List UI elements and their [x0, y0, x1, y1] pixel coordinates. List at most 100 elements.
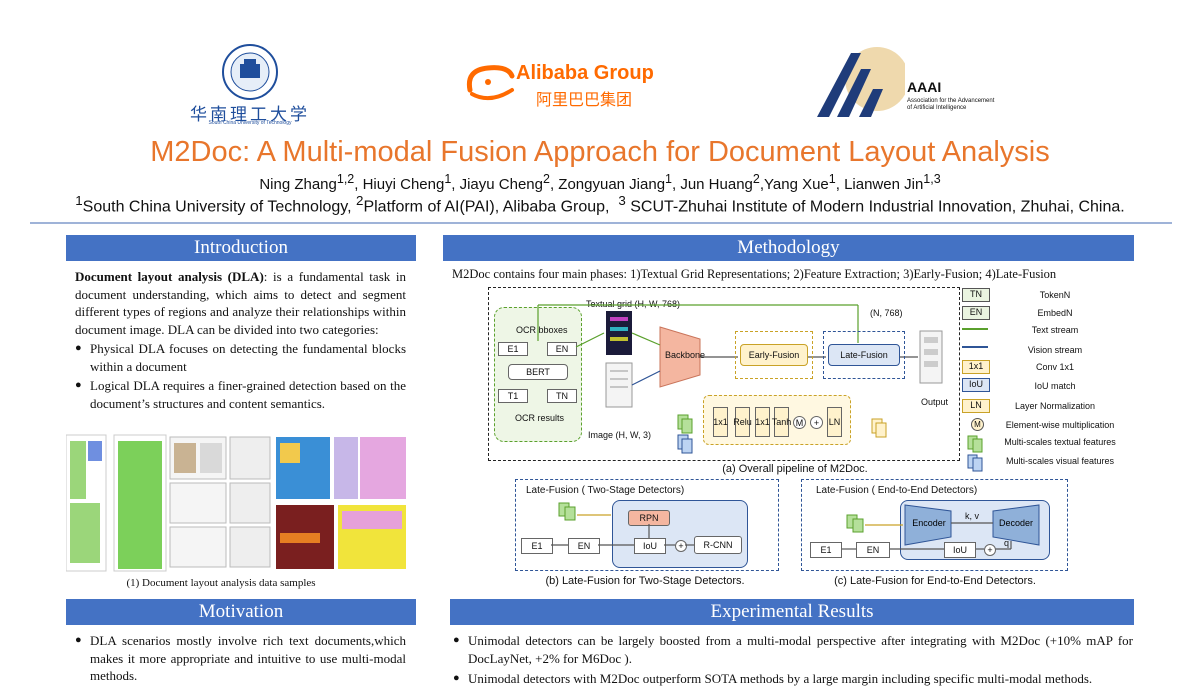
results-body: Unimodal detectors can be largely booste…	[453, 632, 1133, 688]
dla-definition: : is a fundamental task in document unde…	[75, 269, 406, 337]
methodology-intro: M2Doc contains four main phases: 1)Textu…	[452, 267, 1057, 281]
legend-key-iou: IoU	[962, 378, 990, 392]
scut-logo: 华南理工大学 South China University of Technol…	[190, 40, 310, 128]
legend-text-vision-stream: Vision stream	[1027, 345, 1083, 355]
dla-samples-caption: (1) Document layout analysis data sample…	[126, 577, 316, 589]
image-input-label: Image (H, W, 3)	[588, 430, 652, 440]
two-stage-iou-node: IoU	[634, 538, 666, 554]
tn-node: TN	[547, 389, 577, 403]
alibaba-name: Alibaba Group	[516, 62, 654, 84]
aaai-sub: Association for the Advancement of Artif…	[907, 98, 995, 111]
legend-key-ln: LN	[962, 399, 990, 413]
dla-samples-figure	[65, 433, 408, 573]
introduction-body: Document layout analysis (DLA): is a fun…	[75, 268, 406, 412]
results-heading: Experimental Results	[450, 599, 1134, 625]
aaai-logo: AAAI Association for the Advancement of …	[815, 45, 995, 120]
two-stage-en-node: EN	[568, 538, 600, 554]
alibaba-logo: Alibaba Group 阿里巴巴集团	[460, 60, 660, 110]
end-to-end-graphics	[840, 504, 1040, 550]
legend-key-tokenn: TN	[962, 288, 990, 302]
pipeline-caption: (a) Overall pipeline of M2Doc.	[722, 463, 868, 475]
legend-text-tokenn: TokenN	[1039, 290, 1071, 300]
end-to-end-title: Late-Fusion ( End-to-End Detectors)	[816, 485, 978, 496]
legend-text-text-stream: Text stream	[1031, 325, 1079, 335]
textual-grid-label: Textual grid (H, W, 768)	[586, 299, 681, 309]
motivation-heading: Motivation	[66, 599, 416, 625]
legend-text-conv: Conv 1x1	[1035, 362, 1075, 372]
motivation-body: DLA scenarios mostly involve rich text d…	[75, 632, 406, 685]
introduction-heading: Introduction	[66, 235, 416, 261]
pipeline-graphics	[537, 304, 943, 454]
q-label: q	[1004, 538, 1010, 548]
legend-visual-features-icon	[967, 454, 983, 472]
affiliations: 1South China University of Technology, 2…	[75, 193, 1125, 216]
intro-bullet-logical: Logical DLA requires a finer-grained det…	[75, 377, 406, 412]
two-stage-add-node: +	[675, 540, 687, 552]
introduction-paragraph: Document layout analysis (DLA): is a fun…	[75, 268, 406, 338]
aaai-name: AAAI	[907, 79, 942, 95]
header-divider	[30, 222, 1172, 224]
scut-caption: South China University of Technology	[208, 120, 292, 126]
e1-node: E1	[498, 342, 528, 356]
encoder-node: Encoder	[912, 518, 946, 528]
early-fusion-region	[735, 331, 813, 379]
author-list: Ning Zhang1,2, Hiuyi Cheng1, Jiayu Cheng…	[259, 172, 941, 193]
dla-term: Document layout analysis (DLA)	[75, 269, 264, 284]
multiply-node: M	[793, 416, 806, 429]
backbone-node: Backbone	[664, 350, 706, 360]
add-node: +	[810, 416, 823, 429]
kv-label: k, v	[965, 511, 980, 521]
legend-text-ln: Layer Normalization	[1014, 401, 1096, 411]
rcnn-node: R-CNN	[694, 536, 742, 554]
results-bullet-1: Unimodal detectors can be largely booste…	[453, 632, 1133, 667]
legend-vision-stream-arrow	[962, 346, 988, 348]
relu-node: Relu	[733, 407, 752, 437]
bert-node: BERT	[508, 364, 568, 380]
ocr-results-label: OCR results	[515, 413, 565, 423]
t1-node: T1	[498, 389, 528, 403]
intro-bullet-physical: Physical DLA focuses on detecting the fu…	[75, 340, 406, 375]
end-to-end-diagram	[801, 479, 1068, 571]
legend-text-visual-features: Multi-scales visual features	[1005, 456, 1115, 466]
legend-key-conv: 1x1	[962, 360, 990, 374]
motivation-bullet: DLA scenarios mostly involve rich text d…	[75, 632, 406, 685]
alibaba-cn: 阿里巴巴集团	[536, 90, 633, 109]
legend-key-embedn: EN	[962, 306, 990, 320]
early-fusion-node: Early-Fusion	[740, 344, 808, 366]
tanh-node: Tanh	[772, 407, 791, 437]
conv1x1-node-2: 1x1	[755, 407, 770, 437]
legend-text-iou: IoU match	[1034, 381, 1076, 391]
poster-title: M2Doc: A Multi-modal Fusion Approach for…	[150, 136, 1050, 168]
decoder-node: Decoder	[998, 518, 1034, 528]
end-to-end-e1-node: E1	[810, 542, 842, 558]
overall-pipeline-diagram	[488, 287, 960, 461]
legend-key-multiply: M	[971, 418, 984, 431]
alibaba-smile-icon	[466, 65, 515, 101]
legend-text-multiply: Element-wise multiplication	[1005, 420, 1115, 430]
two-stage-arrows	[551, 502, 694, 546]
ocr-bboxes-label: OCR bboxes	[516, 325, 568, 335]
legend-text-textual-features: Multi-scales textual features	[1004, 437, 1116, 447]
methodology-heading: Methodology	[443, 235, 1134, 261]
two-stage-diagram	[515, 479, 779, 571]
en-node: EN	[547, 342, 577, 356]
conv1x1-node-1: 1x1	[713, 407, 728, 437]
two-stage-e1-node: E1	[521, 538, 553, 554]
late-fusion-region	[823, 331, 905, 379]
legend-text-embedn: EmbedN	[1037, 308, 1073, 318]
end-to-end-iou-node: IoU	[944, 542, 976, 558]
two-stage-title: Late-Fusion ( Two-Stage Detectors)	[526, 485, 685, 496]
dla-samples-image	[65, 434, 406, 572]
ln-node: LN	[827, 407, 842, 437]
scut-seal-icon	[222, 44, 278, 100]
scut-name: 华南理工大学	[190, 105, 310, 125]
output-label: Output	[921, 397, 949, 407]
n768-label: (N, 768)	[870, 308, 903, 318]
end-to-end-caption: (c) Late-Fusion for End-to-End Detectors…	[834, 575, 1036, 587]
legend-textual-features-icon	[967, 435, 983, 453]
legend-text-stream-arrow	[962, 328, 988, 330]
two-stage-caption: (b) Late-Fusion for Two-Stage Detectors.	[545, 575, 745, 587]
late-fusion-node: Late-Fusion	[828, 344, 900, 366]
results-bullet-2: Unimodal detectors with M2Doc outperform…	[453, 670, 1133, 688]
end-to-end-add-node: +	[984, 544, 996, 556]
